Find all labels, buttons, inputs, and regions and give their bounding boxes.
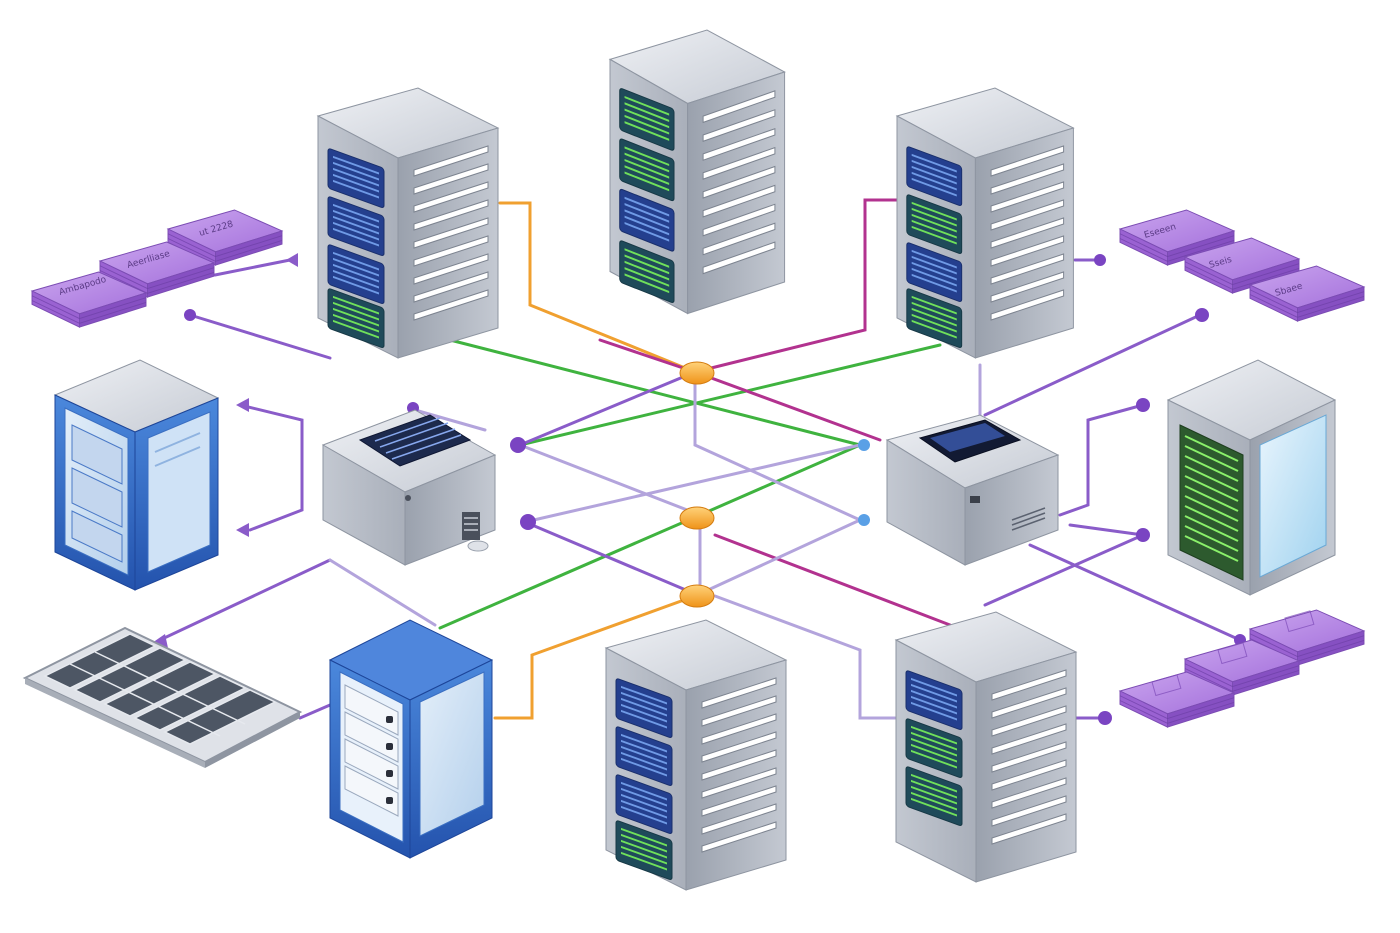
link-lavender-3	[523, 443, 862, 524]
hub-node-icon	[679, 584, 715, 608]
link-lavender-4	[693, 518, 862, 598]
link-green-1	[448, 338, 862, 447]
hub-nodes	[679, 361, 715, 608]
gpu-server-icon[interactable]	[1166, 359, 1337, 596]
link-purple-5	[518, 370, 697, 447]
link-green-3	[438, 513, 702, 630]
server-rack-icon[interactable]	[605, 619, 787, 891]
link-purple-1	[188, 313, 332, 360]
link-purple-6	[523, 520, 702, 598]
dot-blue	[858, 514, 870, 526]
link-orange-1	[498, 201, 697, 374]
storage-chip-stack-icon[interactable]	[1119, 609, 1365, 728]
arrow-heads	[152, 253, 298, 648]
storage-chip-stack-icon[interactable]: Ambapodo Aeerlliase ut 2228	[31, 209, 283, 328]
link-lavender-8	[413, 408, 487, 432]
dot-purple	[1195, 308, 1209, 322]
link-purple-9	[1068, 523, 1145, 537]
connection-dots	[184, 254, 1246, 725]
server-rack-icon[interactable]	[896, 87, 1074, 359]
arrow-left-icon	[152, 634, 168, 648]
server-rack-icon[interactable]	[609, 29, 786, 315]
link-green-4	[698, 443, 862, 517]
link-purple-14	[298, 703, 332, 720]
link-lavender-9	[328, 558, 437, 627]
link-purple-10	[983, 533, 1145, 607]
link-purple-8	[1058, 403, 1145, 517]
link-magenta-3	[693, 198, 902, 374]
network-appliance-icon[interactable]	[321, 409, 497, 566]
link-purple-7	[983, 313, 1202, 417]
link-magenta-2	[713, 533, 952, 627]
server-rack-icon[interactable]	[317, 87, 499, 359]
hub-node-icon	[679, 506, 715, 530]
link-lavender-1	[693, 370, 862, 522]
dot-purple	[1136, 398, 1150, 412]
link-orange-2	[493, 594, 697, 720]
dot-purple	[184, 309, 196, 321]
dot-purple	[1098, 711, 1112, 725]
storage-chip-stack-icon[interactable]: Eseeen Sseis Sbaee	[1119, 209, 1365, 322]
arrow-left-icon	[236, 523, 249, 537]
link-lavender-6	[713, 594, 897, 720]
dot-purple	[510, 437, 526, 453]
link-purple-11	[1028, 543, 1242, 642]
blue-cabinet-icon[interactable]	[53, 359, 220, 591]
server-rack-icon[interactable]	[895, 611, 1077, 883]
link-lavender-2	[518, 443, 702, 517]
arrow-left-icon	[236, 398, 249, 412]
hub-node-icon	[679, 361, 715, 385]
dot-purple	[1094, 254, 1106, 266]
blue-cabinet-icon[interactable]	[328, 619, 494, 859]
dot-blue	[858, 439, 870, 451]
solar-panel-icon[interactable]	[22, 626, 303, 768]
dot-purple	[520, 514, 536, 530]
arrow-left-icon	[286, 253, 298, 267]
link-green-2	[518, 343, 942, 447]
link-purple-3	[158, 558, 332, 642]
network-appliance-icon[interactable]	[885, 414, 1060, 566]
dot-purple	[1136, 528, 1150, 542]
link-purple-4	[213, 258, 292, 277]
connection-lines	[158, 198, 1242, 720]
link-purple-2	[238, 403, 304, 532]
